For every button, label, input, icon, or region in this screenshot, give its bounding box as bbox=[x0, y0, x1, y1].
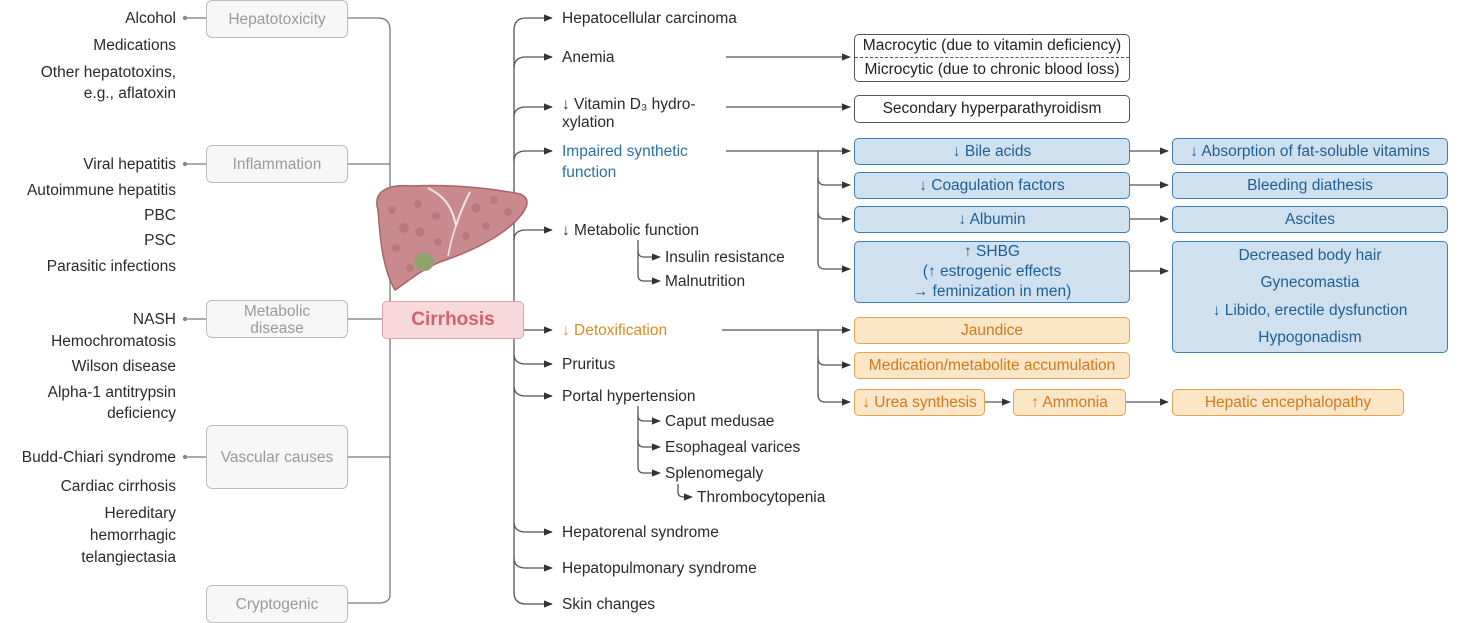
cause-label-line: disease bbox=[250, 320, 303, 337]
outcome-bleeding: Bleeding diathesis bbox=[1172, 172, 1448, 199]
outcome-jaundice: Jaundice bbox=[854, 317, 1130, 344]
cause-item: e.g., aflatoxin bbox=[84, 83, 176, 104]
cause-item: Hemochromatosis bbox=[51, 331, 176, 352]
cause-item: PSC bbox=[144, 230, 176, 251]
cause-item: PBC bbox=[144, 205, 176, 226]
complication-splenomegaly: Splenomegaly bbox=[665, 463, 763, 484]
text-line: (↑ estrogenic effects bbox=[923, 263, 1061, 281]
complication-malnutrition: Malnutrition bbox=[665, 271, 745, 292]
cause-item: Budd-Chiari syndrome bbox=[22, 447, 176, 468]
liver-illustration bbox=[377, 185, 527, 290]
cause-item: Alpha-1 antitrypsin bbox=[48, 382, 176, 403]
complication-insulin: Insulin resistance bbox=[665, 247, 785, 268]
cause-item: telangiectasia bbox=[81, 547, 176, 568]
text-line: Gynecomastia bbox=[1260, 273, 1359, 293]
complication-metabolic: ↓ Metabolic function bbox=[562, 220, 699, 241]
outcome-hepatic-encephalopathy: Hepatic encephalopathy bbox=[1172, 389, 1404, 416]
complication-portal-hypertension: Portal hypertension bbox=[562, 386, 696, 407]
text-line: ↓ Libido, erectile dysfunction bbox=[1213, 301, 1408, 321]
cause-item: Parasitic infections bbox=[47, 256, 176, 277]
cause-item: NASH bbox=[133, 309, 176, 330]
outcome-fat-soluble: ↓ Absorption of fat-soluble vitamins bbox=[1172, 138, 1448, 165]
outcome-medication-accumulation: Medication/metabolite accumulation bbox=[854, 352, 1130, 379]
outcome-hyperparathyroidism: Secondary hyperparathyroidism bbox=[854, 95, 1130, 123]
anemia-types-box: Macrocytic (due to vitamin deficiency) M… bbox=[854, 34, 1130, 82]
cause-label-line: Metabolic bbox=[244, 303, 310, 320]
outcome-macrocytic: Macrocytic (due to vitamin deficiency) bbox=[855, 35, 1129, 58]
outcome-albumin: ↓ Albumin bbox=[854, 206, 1130, 233]
complication-hcc: Hepatocellular carcinoma bbox=[562, 8, 737, 29]
cause-item: Hereditary bbox=[105, 503, 177, 524]
outcome-microcytic: Microcytic (due to chronic blood loss) bbox=[855, 59, 1129, 81]
text-line: Hypogonadism bbox=[1258, 328, 1361, 348]
complication-detoxification: ↓ Detoxification bbox=[562, 320, 667, 341]
text-line: ↓ Vitamin D₃ hydro- bbox=[562, 96, 696, 114]
cause-inflammation: Inflammation bbox=[206, 145, 348, 183]
cause-item: Wilson disease bbox=[72, 356, 176, 377]
complication-vitamin-d: ↓ Vitamin D₃ hydro- xylation bbox=[562, 96, 696, 132]
cirrhosis-node: Cirrhosis bbox=[382, 301, 524, 339]
cause-item: Autoimmune hepatitis bbox=[27, 180, 176, 201]
text-line: Impaired synthetic bbox=[562, 141, 688, 162]
cause-hepatotoxicity: Hepatotoxicity bbox=[206, 0, 348, 38]
outcome-shbg: ↑ SHBG (↑ estrogenic effects → feminizat… bbox=[854, 241, 1130, 303]
cause-item: Medications bbox=[93, 35, 176, 56]
outcome-feminization: Decreased body hair Gynecomastia ↓ Libid… bbox=[1172, 241, 1448, 353]
cause-vascular: Vascular causes bbox=[206, 425, 348, 489]
text-line: Decreased body hair bbox=[1238, 246, 1381, 266]
cause-item: Cardiac cirrhosis bbox=[61, 476, 176, 497]
outcome-urea-synthesis: ↓ Urea synthesis bbox=[854, 389, 985, 416]
cause-cryptogenic: Cryptogenic bbox=[206, 585, 348, 623]
cause-item: Alcohol bbox=[125, 8, 176, 29]
cause-item: hemorrhagic bbox=[90, 525, 176, 546]
outcome-ammonia: ↑ Ammonia bbox=[1013, 389, 1126, 416]
text-line: ↑ SHBG bbox=[964, 243, 1020, 261]
outcome-bile-acids: ↓ Bile acids bbox=[854, 138, 1130, 165]
cause-item: Other hepatotoxins, bbox=[41, 62, 176, 83]
text-line: xylation bbox=[562, 114, 696, 132]
complication-anemia: Anemia bbox=[562, 47, 615, 68]
complication-hepatorenal: Hepatorenal syndrome bbox=[562, 522, 719, 543]
complication-varices: Esophageal varices bbox=[665, 437, 800, 458]
complication-impaired-synthetic: Impaired synthetic function bbox=[562, 141, 688, 183]
complication-caput: Caput medusae bbox=[665, 411, 774, 432]
complication-hepatopulmonary: Hepatopulmonary syndrome bbox=[562, 558, 757, 579]
outcome-ascites: Ascites bbox=[1172, 206, 1448, 233]
cause-metabolic-disease: Metabolic disease bbox=[206, 300, 348, 338]
cause-item: deficiency bbox=[107, 403, 176, 424]
text-line: function bbox=[562, 162, 688, 183]
complication-pruritus: Pruritus bbox=[562, 354, 615, 375]
complication-skin: Skin changes bbox=[562, 594, 655, 615]
cause-item: Viral hepatitis bbox=[83, 154, 176, 175]
outcome-coagulation: ↓ Coagulation factors bbox=[854, 172, 1130, 199]
text-line: → feminization in men) bbox=[913, 283, 1072, 301]
complication-thrombocytopenia: Thrombocytopenia bbox=[697, 487, 825, 508]
